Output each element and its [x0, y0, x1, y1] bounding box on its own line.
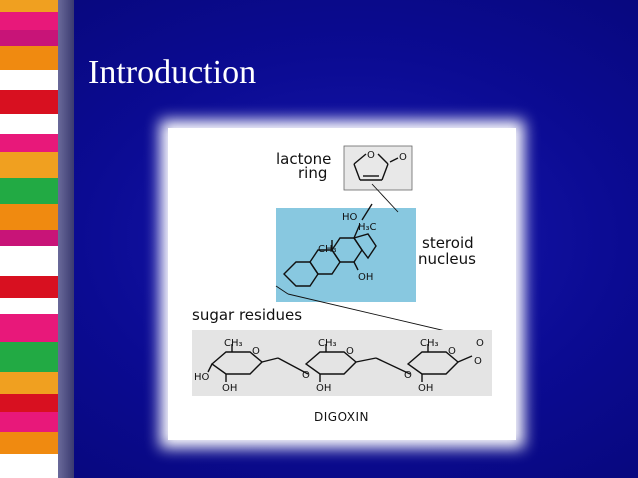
sugar1-methyl: CH₃	[224, 338, 243, 349]
decorative-stripe-bar	[0, 0, 58, 478]
sugar3-hydroxyl: OH	[418, 383, 433, 394]
sugar3-ring-oxygen: O	[448, 346, 456, 357]
sugar3-end-oxygen: O	[474, 356, 482, 367]
lactone-label-line2: ring	[298, 164, 327, 182]
glycosidic-oxygen-1: O	[302, 370, 310, 381]
figure-caption: DIGOXIN	[314, 410, 369, 424]
lactone-oxygen: O	[367, 150, 375, 161]
sugar3-methyl: CH₃	[420, 338, 439, 349]
digoxin-structure-figure: lactone ring O O steroid nucleus HO H₃C …	[176, 136, 508, 432]
lactone-label-line1: lactone	[276, 150, 331, 168]
steroid-methyl-top: H₃C	[358, 222, 377, 233]
steroid-label-line2: nucleus	[418, 250, 476, 268]
sugar1-hydroxyl-left: HO	[194, 372, 210, 383]
sugar-residues-box	[192, 330, 492, 396]
lactone-ring-box	[343, 145, 413, 191]
sugar2-ring-oxygen: O	[346, 346, 354, 357]
sugar1-hydroxyl: OH	[222, 383, 237, 394]
aglycone-link-oxygen: O	[476, 338, 484, 349]
slide-title: Introduction	[88, 54, 257, 91]
steroid-hydroxyl-bottom: OH	[358, 272, 373, 283]
sugar2-hydroxyl: OH	[316, 383, 331, 394]
sugar1-ring-oxygen: O	[252, 346, 260, 357]
lactone-ring-drawing	[353, 153, 399, 181]
stripe-shadow	[58, 0, 74, 478]
lactone-carbonyl-oxygen: O	[399, 152, 407, 163]
steroid-label-line1: steroid	[422, 234, 474, 252]
sugar2-methyl: CH₃	[318, 338, 337, 349]
steroid-methyl-left: CH₃	[318, 244, 337, 255]
steroid-rings-drawing	[283, 203, 377, 287]
steroid-hydroxyl-top: HO	[342, 212, 358, 223]
glycosidic-oxygen-2: O	[404, 370, 412, 381]
sugar-rings-drawing	[207, 344, 473, 382]
sugar-label: sugar residues	[192, 306, 302, 324]
